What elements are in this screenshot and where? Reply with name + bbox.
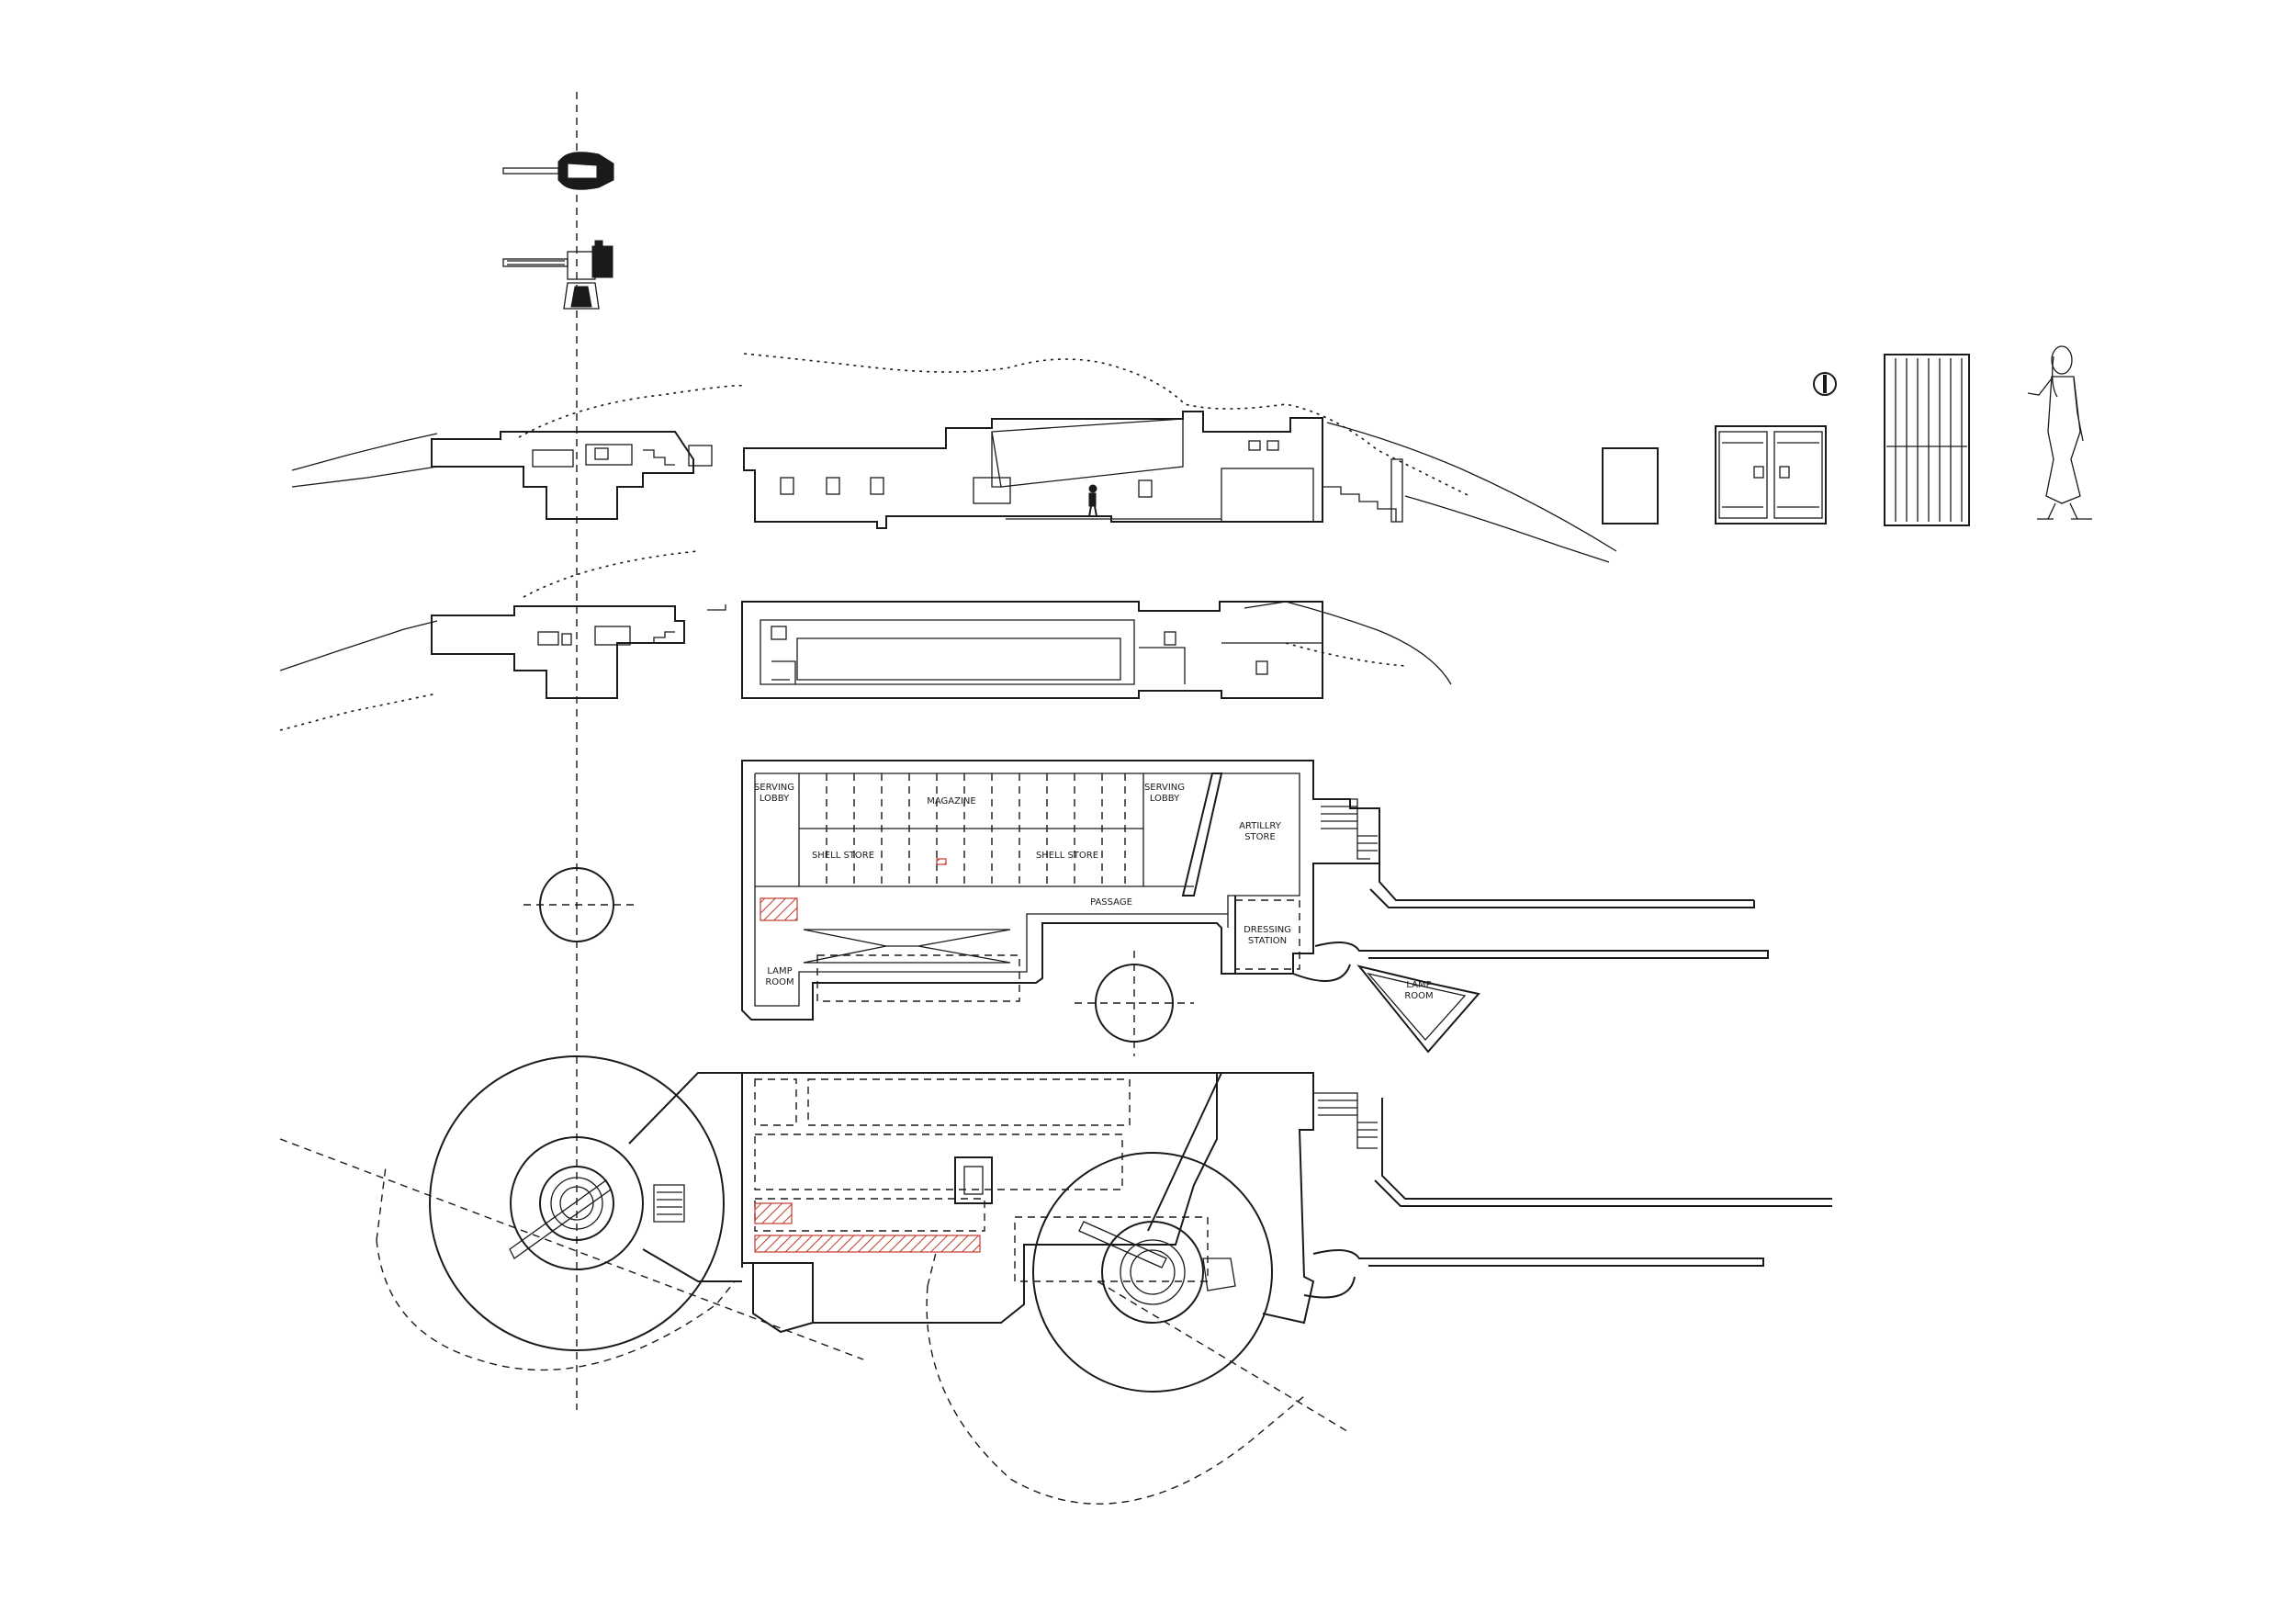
room-labels: MAGAZINE SHELL STORE SHELL STORE PASSAGE: [812, 796, 1132, 908]
person-figure-small: [1088, 484, 1097, 517]
door-details: [1602, 354, 1970, 526]
label-magazine: MAGAZINE: [927, 796, 975, 806]
gun-side-view: [502, 240, 613, 310]
person-figure-scale: [2027, 345, 2092, 520]
section-a: [291, 353, 1617, 563]
gun-top-view: [502, 152, 614, 190]
label-shell-store-right: SHELL STORE: [1036, 851, 1098, 861]
section-b: [279, 550, 1452, 731]
gun-level-plan: [279, 1055, 1832, 1505]
magazine-plan: [523, 760, 1769, 1056]
label-passage: PASSAGE: [1090, 897, 1132, 908]
label-shell-store-left: SHELL STORE: [812, 851, 874, 861]
